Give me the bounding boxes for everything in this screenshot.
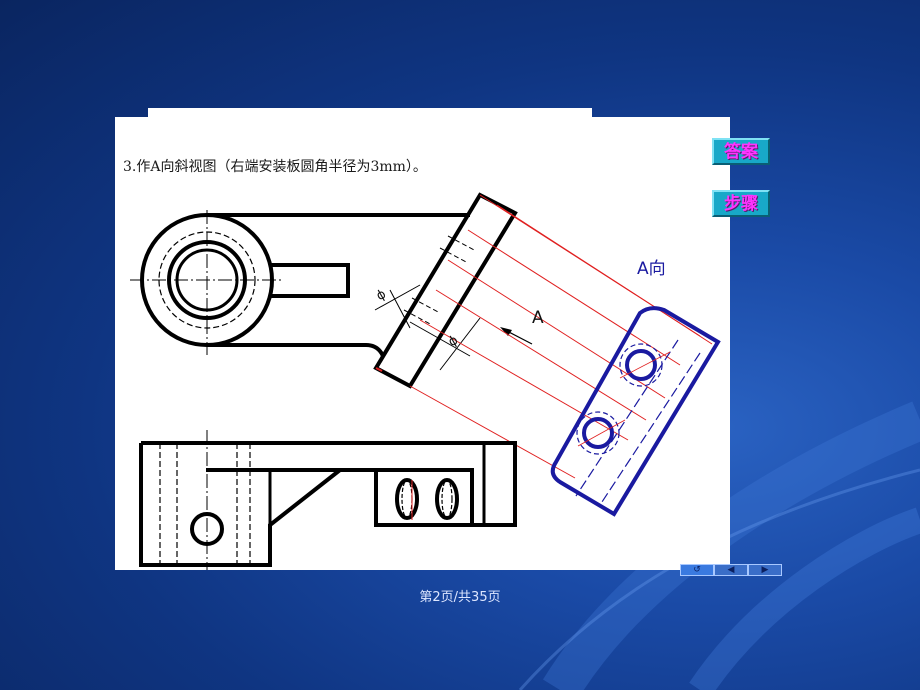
steps-button[interactable]: 步骤 [712, 190, 770, 217]
return-button[interactable]: ↺ [680, 564, 714, 576]
next-slide-button[interactable]: ▶ [748, 564, 782, 576]
triangle-left-icon: ◀ [727, 565, 735, 575]
question-text: 3.作A向斜视图（右端安装板圆角半径为3mm）。 [123, 159, 427, 175]
slide-navigation: ↺ ◀ ▶ [680, 564, 782, 576]
view-a-label: A向 [637, 259, 666, 279]
slide-canvas [115, 117, 730, 570]
page-indicator: 第2页/共35页 [419, 590, 501, 605]
arrow-a-label: A [532, 308, 544, 328]
return-icon: ↺ [693, 565, 701, 575]
answer-button[interactable]: 答案 [712, 138, 770, 165]
triangle-right-icon: ▶ [761, 565, 769, 575]
previous-slide-button[interactable]: ◀ [714, 564, 748, 576]
